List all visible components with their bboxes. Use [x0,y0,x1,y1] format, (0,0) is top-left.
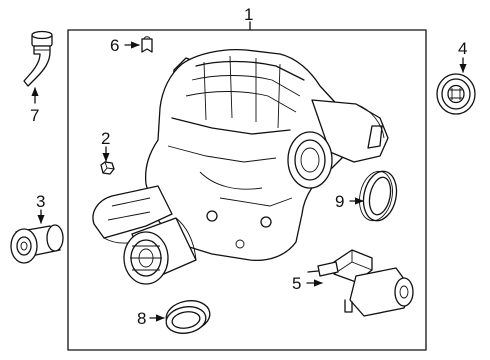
seal-ring-part-9 [359,170,398,222]
seal-part-4 [436,73,476,115]
callout-7: 7 [30,106,40,125]
callout-9: 9 [335,192,345,211]
vent-tube-part-7 [23,30,53,87]
callout-6: 6 [110,36,120,55]
callout-1: 1 [244,5,254,24]
seal-ring-part-8 [165,300,211,334]
callout-5: 5 [292,274,302,293]
bushing-part-3 [10,224,64,264]
callout-4: 4 [458,39,468,58]
callout-8: 8 [137,309,147,328]
actuator-part-5 [307,249,414,317]
nut-part-2 [100,161,115,175]
clip-part-6 [141,36,153,53]
assembly-frame [67,29,427,351]
callout-2: 2 [101,129,111,148]
differential-housing-part-1 [92,48,389,285]
callout-3: 3 [36,192,46,211]
